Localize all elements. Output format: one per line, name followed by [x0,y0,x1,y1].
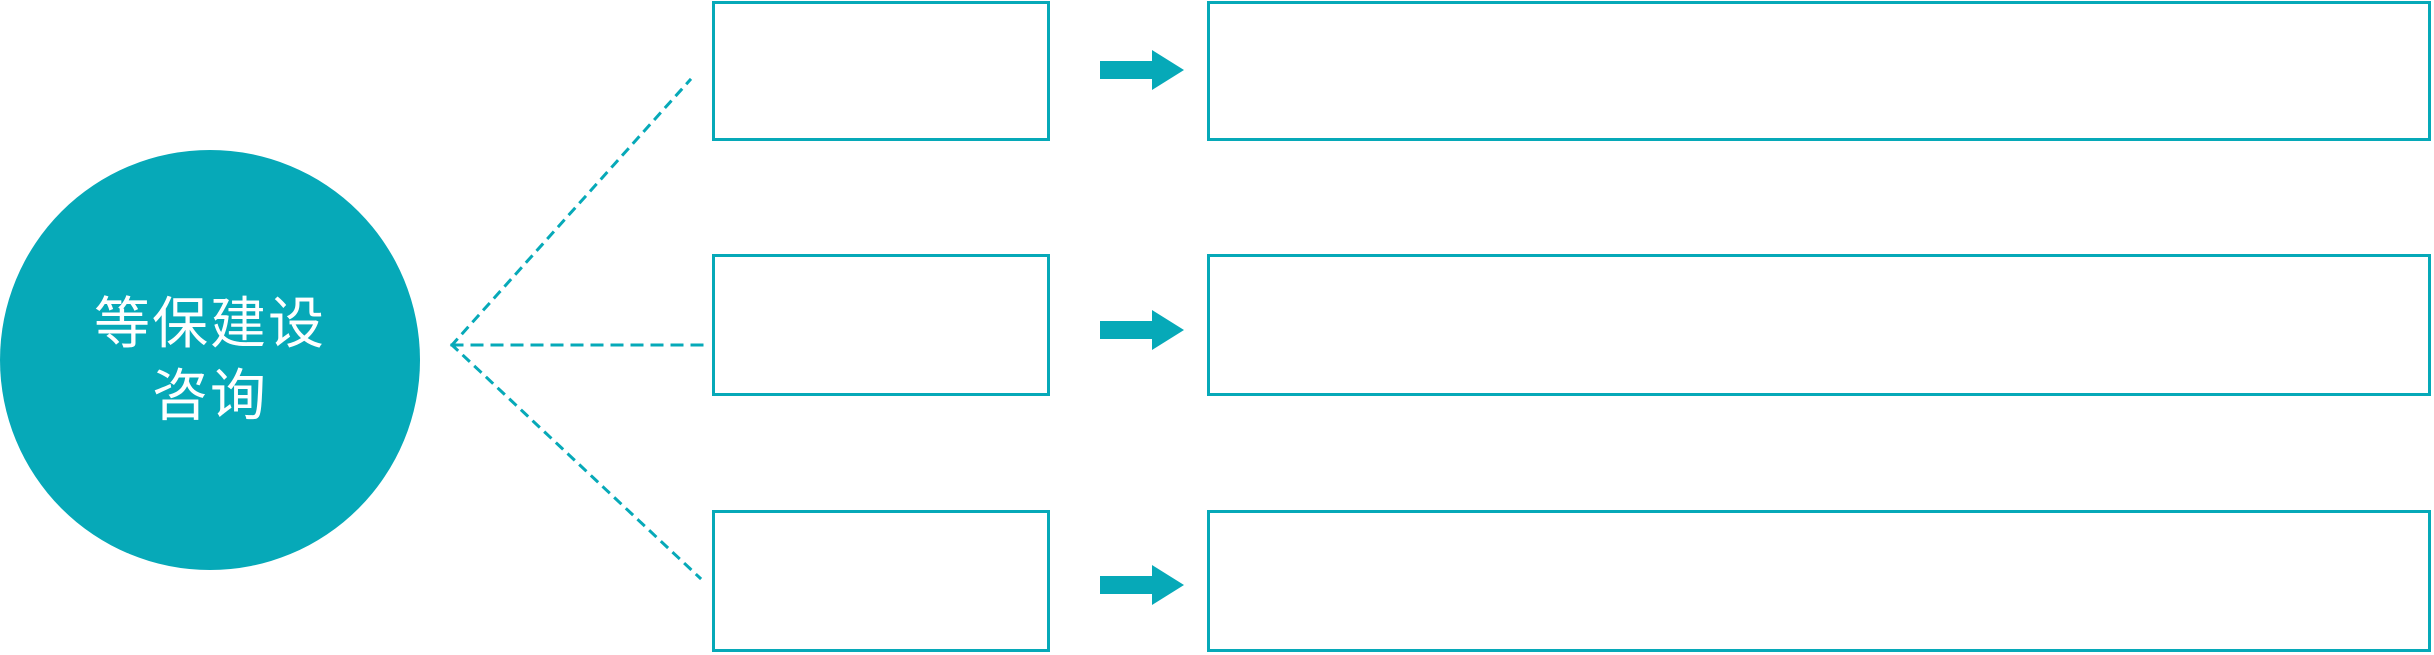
detail-box-1[interactable] [1207,1,2431,141]
connector-branch-top [449,77,693,348]
hub-label-line-1: 等保建设 [94,292,326,356]
arrow-right-icon-1 [1100,50,1184,90]
category-box-1[interactable] [712,1,1050,141]
category-box-2[interactable] [712,254,1050,396]
category-box-3[interactable] [712,510,1050,652]
hub-node[interactable]: 等保建设 咨询 [0,150,420,570]
detail-box-2[interactable] [1207,254,2431,396]
arrow-right-icon-3 [1100,565,1184,605]
connector-branch-bottom [449,342,703,581]
hub-label-line-2: 咨询 [152,364,268,427]
detail-box-3[interactable] [1207,510,2431,652]
arrow-right-icon-2 [1100,310,1184,350]
